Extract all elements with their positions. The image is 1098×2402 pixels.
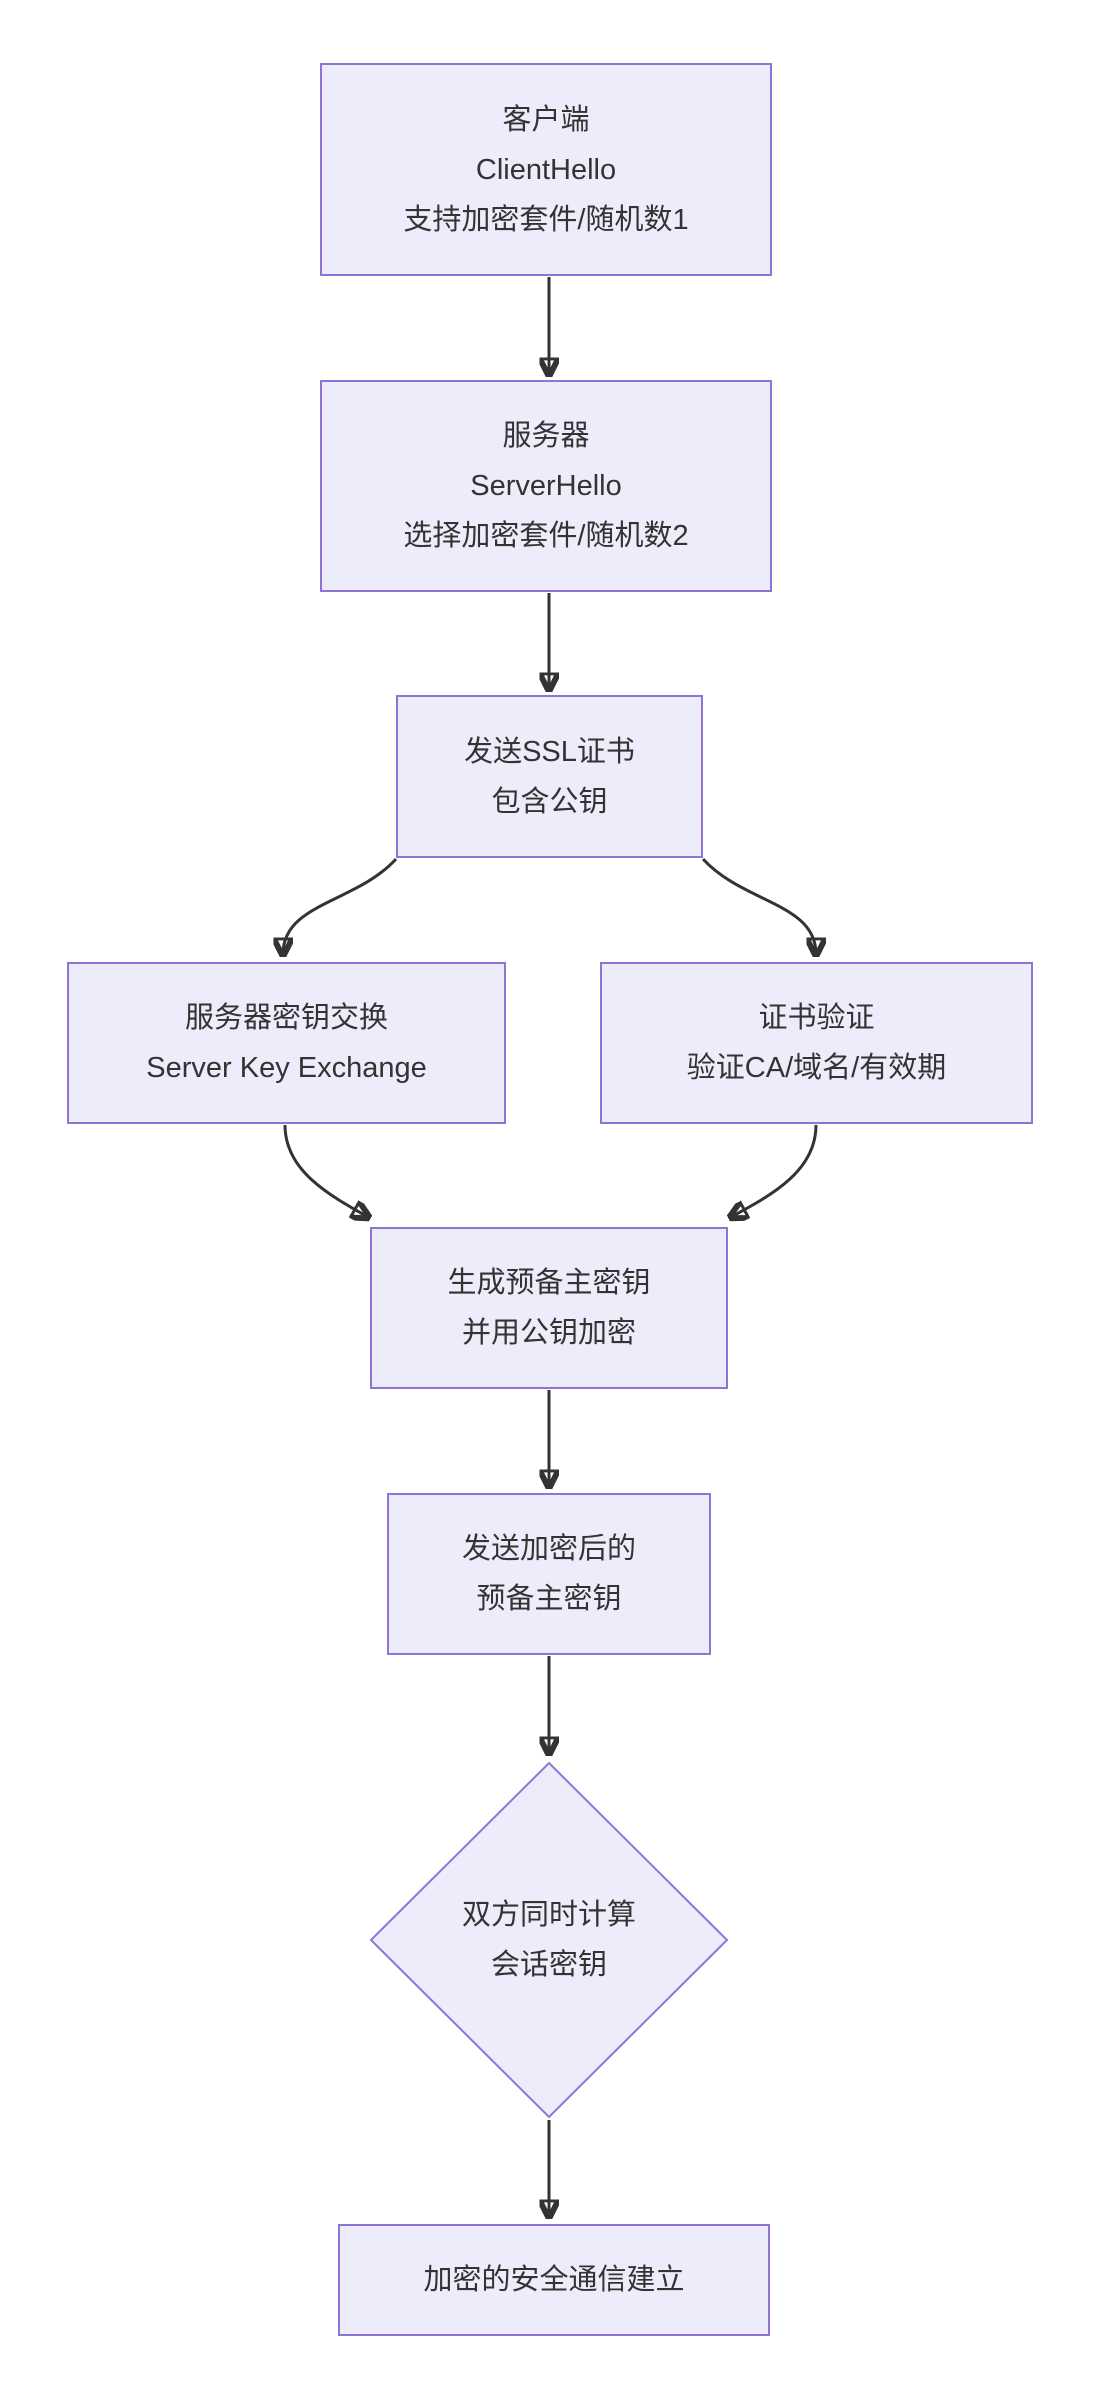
node-client-hello: 客户端 ClientHello 支持加密套件/随机数1: [320, 63, 772, 276]
diamond-text: 双方同时计算 会话密钥: [462, 1890, 636, 1990]
edge-server-key-exchange-to-generate-premaster: [283, 1124, 368, 1217]
node-line: 包含公钥: [491, 785, 608, 818]
node-line: 客户端: [502, 103, 590, 136]
node-server-key-exchange: 服务器密钥交换 Server Key Exchange: [67, 962, 506, 1124]
node-line: 验证CA/域名/有效期: [686, 1052, 947, 1084]
node-line: 双方同时计算: [461, 1899, 636, 1931]
node-line: 加密的安全通信建立: [423, 2264, 685, 2296]
node-compute-session-key: 双方同时计算 会话密钥: [369, 1761, 729, 2119]
edge-certificate-validation-to-generate-premaster: [731, 1124, 818, 1217]
node-certificate-validation: 证书验证 验证CA/域名/有效期: [600, 962, 1033, 1124]
node-server-hello: 服务器 ServerHello 选择加密套件/随机数2: [320, 380, 772, 592]
node-line: 服务器: [502, 420, 590, 452]
edge-send-certificate-to-certificate-validation: [701, 857, 816, 954]
node-line: 会话密钥: [490, 1949, 607, 1981]
node-line: 发送SSL证书: [464, 735, 635, 768]
node-generate-premaster: 生成预备主密钥 并用公钥加密: [370, 1227, 728, 1389]
node-line: 生成预备主密钥: [447, 1267, 651, 1299]
node-line: 支持加密套件/随机数1: [403, 203, 689, 236]
edge-send-certificate-to-server-key-exchange: [283, 857, 398, 954]
diamond-shape: [369, 1761, 729, 2119]
node-line: ServerHello: [470, 470, 622, 502]
node-line: 并用公钥加密: [461, 1317, 636, 1349]
node-line: ClientHello: [475, 153, 617, 186]
node-line: 发送加密后的: [461, 1533, 636, 1565]
node-send-premaster: 发送加密后的 预备主密钥: [387, 1493, 711, 1655]
node-line: 预备主密钥: [476, 1583, 622, 1615]
node-line: 服务器密钥交换: [184, 1002, 388, 1034]
node-line: Server Key Exchange: [146, 1052, 427, 1084]
node-send-certificate: 发送SSL证书 包含公钥: [396, 695, 703, 858]
node-line: 证书验证: [758, 1002, 875, 1034]
node-secure-channel: 加密的安全通信建立: [338, 2224, 770, 2336]
node-line: 选择加密套件/随机数2: [403, 520, 689, 552]
